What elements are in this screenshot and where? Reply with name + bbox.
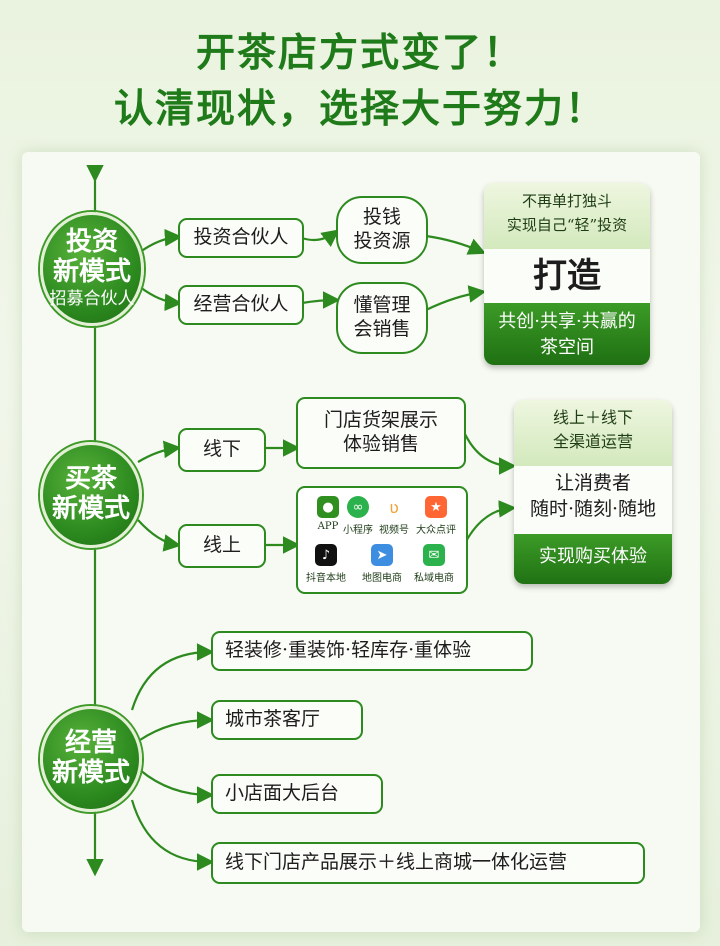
buy-circle-line1: 买茶 — [64, 464, 117, 495]
invest-card-top2: 实现自己“轻”投资 — [506, 216, 628, 234]
operate-circle-line2: 新模式 — [51, 758, 130, 788]
channel-map: ➤ 地图电商 — [356, 544, 408, 584]
channel-mini-program: ∞ 小程序 — [332, 496, 384, 536]
channel-label: 小程序 — [343, 525, 373, 536]
channel-label: 抖音本地 — [306, 573, 346, 584]
online-box: 线上 — [178, 524, 266, 568]
channels-icon: ʋ — [383, 496, 405, 518]
channel-label: 大众点评 — [416, 525, 456, 536]
buy-result-card: 线上＋线下 全渠道运营 让消费者 随时·随刻·随地 实现购买体验 — [514, 400, 672, 584]
invest-result-card: 不再单打独斗 实现自己“轻”投资 打造 共创·共享·共赢的 茶空间 — [484, 183, 650, 365]
store-display-box: 门店货架展示 体验销售 — [296, 397, 466, 469]
channel-app: ● APP — [302, 496, 354, 532]
buy-card-mid: 让消费者 随时·随刻·随地 — [514, 466, 672, 534]
operate-item-1: 轻装修·重装饰·轻库存·重体验 — [211, 631, 533, 671]
invest-circle-sub: 招募合伙人 — [49, 289, 135, 310]
oval1-line2: 投资源 — [353, 230, 411, 252]
channel-label: 地图电商 — [362, 573, 402, 584]
offline-box: 线下 — [178, 428, 266, 472]
operate-item-4: 线下门店产品展示＋线上商城一体化运营 — [211, 842, 645, 884]
channel-label: 视频号 — [379, 525, 409, 536]
channel-video: ʋ 视频号 — [368, 496, 420, 536]
buy-card-top2: 全渠道运营 — [552, 432, 633, 451]
channel-label: APP — [317, 521, 339, 532]
buy-circle-line2: 新模式 — [51, 494, 130, 524]
map-icon: ➤ — [371, 544, 393, 566]
invest-model-circle: 投资 新模式 招募合伙人 — [40, 212, 144, 326]
douyin-icon: ♪ — [315, 544, 337, 566]
buy-card-mid2: 随时·随刻·随地 — [529, 498, 657, 520]
channel-dianping: ★ 大众点评 — [410, 496, 462, 536]
buy-card-top1: 线上＋线下 — [552, 408, 633, 427]
wechat-icon: ✉ — [423, 544, 445, 566]
channel-wechat: ✉ 私域电商 — [408, 544, 460, 584]
store-line2: 体验销售 — [342, 433, 419, 455]
mini-program-icon: ∞ — [347, 496, 369, 518]
invest-card-top1: 不再单打独斗 — [521, 192, 612, 210]
buy-card-bot: 实现购买体验 — [514, 534, 672, 584]
oval1-line1: 投钱 — [362, 206, 401, 229]
buy-card-mid1: 让消费者 — [554, 472, 631, 494]
operate-item-3: 小店面大后台 — [211, 774, 383, 814]
oval2-line2: 会销售 — [353, 318, 411, 340]
invest-circle-line2: 新模式 — [52, 257, 131, 288]
channel-label: 私域电商 — [414, 573, 454, 584]
invest-card-bot1: 共创·共享·共赢的 — [498, 311, 636, 332]
online-channels-box: ● APP ∞ 小程序 ʋ 视频号 ★ 大众点评 ♪ 抖音本地 ➤ 地图电商 ✉… — [296, 486, 468, 594]
page-title-line1: 开茶店方式变了！ — [195, 31, 524, 76]
invest-card-mid: 打造 — [484, 249, 650, 303]
operate-model-circle: 经营 新模式 — [40, 706, 142, 812]
money-resources-oval: 投钱 投资源 — [336, 196, 428, 264]
dianping-icon: ★ — [425, 496, 447, 518]
channel-douyin: ♪ 抖音本地 — [300, 544, 352, 584]
operating-partner-box: 经营合伙人 — [178, 285, 304, 325]
invest-card-bot2: 茶空间 — [540, 337, 594, 358]
operate-circle-line1: 经营 — [64, 728, 117, 759]
oval2-line1: 懂管理 — [353, 294, 411, 317]
page-title-line2: 认清现状，选择大于努力！ — [113, 87, 606, 132]
store-line1: 门店货架展示 — [323, 409, 438, 432]
buy-model-circle: 买茶 新模式 — [40, 442, 142, 548]
management-sales-oval: 懂管理 会销售 — [336, 282, 428, 354]
app-icon: ● — [317, 496, 339, 518]
operate-item-2: 城市茶客厅 — [211, 700, 363, 740]
invest-circle-line1: 投资 — [65, 227, 118, 258]
investing-partner-box: 投资合伙人 — [178, 218, 304, 258]
